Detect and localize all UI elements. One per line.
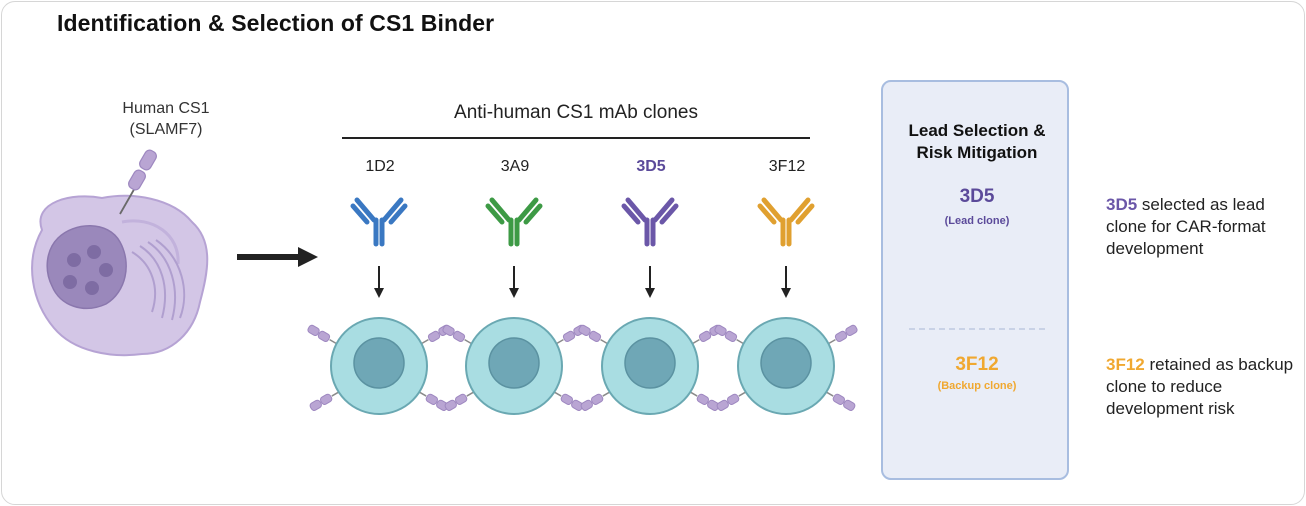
cs1-receptor-1 (442, 324, 474, 346)
clone-column-3a9 (442, 197, 586, 415)
cs1-receptor-4 (824, 390, 856, 411)
clone-label-3f12: 3F12 (768, 158, 806, 175)
lead-selection-panel: Lead Selection & Risk Mitigation 3D5 (Le… (881, 80, 1069, 480)
target-cell-3f12 (714, 317, 858, 415)
backup-note-clone: 3F12 (1106, 355, 1145, 374)
cs1-receptor-3 (309, 390, 341, 411)
backup-note: 3F12 retained as backup clone to reduce … (1106, 354, 1302, 420)
clones-header-rule (342, 137, 810, 139)
clone-column-1d2 (307, 197, 451, 415)
clone-label-3a9: 3A9 (500, 158, 530, 175)
lead-panel-title-line1: Lead Selection & (908, 121, 1046, 140)
backup-note-text: retained as backup clone to reduce devel… (1106, 355, 1294, 418)
clone-label-3d5: 3D5 (636, 158, 666, 175)
lead-panel-divider (909, 328, 1045, 330)
human-cs1-label: Human CS1 (SLAMF7) (106, 98, 226, 140)
backup-clone-name: 3F12 (955, 354, 999, 375)
lead-note: 3D5 selected as lead clone for CAR-forma… (1106, 194, 1302, 260)
down-arrow-icon (509, 266, 519, 298)
antibody-3f12-icon (757, 197, 815, 247)
lead-note-clone: 3D5 (1106, 195, 1138, 214)
target-cell-3a9 (442, 317, 586, 415)
human-cs1-label-line1: Human CS1 (122, 100, 210, 117)
clone-label-1d2: 1D2 (365, 158, 395, 175)
down-arrow-icon (781, 266, 791, 298)
lead-panel-title: Lead Selection & Risk Mitigation (883, 120, 1071, 164)
clone-column-3d5 (578, 197, 722, 415)
lead-panel-title-line2: Risk Mitigation (916, 143, 1038, 162)
target-cell-3d5 (578, 317, 722, 415)
down-arrow-icon (374, 266, 384, 298)
clone-column-3f12 (714, 197, 858, 415)
backup-clone-sub: (Backup clone) (937, 380, 1017, 392)
tumor-cell-illustration (31, 149, 209, 357)
clones-header: Anti-human CS1 mAb clones (454, 102, 698, 123)
antibody-3a9-icon (485, 197, 543, 247)
lead-clone-sub: (Lead clone) (944, 215, 1010, 227)
figure-title: Identification & Selection of CS1 Binder (57, 10, 495, 36)
cs1-receptor-3 (580, 390, 612, 411)
antibody-1d2-icon (350, 197, 408, 247)
cs1-receptor-1 (714, 324, 746, 346)
target-cell-1d2 (307, 317, 451, 415)
antibody-3d5-icon (621, 197, 679, 247)
down-arrow-icon (645, 266, 655, 298)
cs1-receptor-1 (307, 324, 339, 346)
process-arrow (237, 247, 318, 267)
clone-columns (307, 197, 858, 415)
cs1-receptor-1 (578, 324, 610, 346)
lead-clone-name: 3D5 (959, 186, 995, 207)
human-cs1-label-line2: (SLAMF7) (129, 121, 203, 138)
lead-note-text: selected as lead clone for CAR-format de… (1106, 195, 1266, 258)
